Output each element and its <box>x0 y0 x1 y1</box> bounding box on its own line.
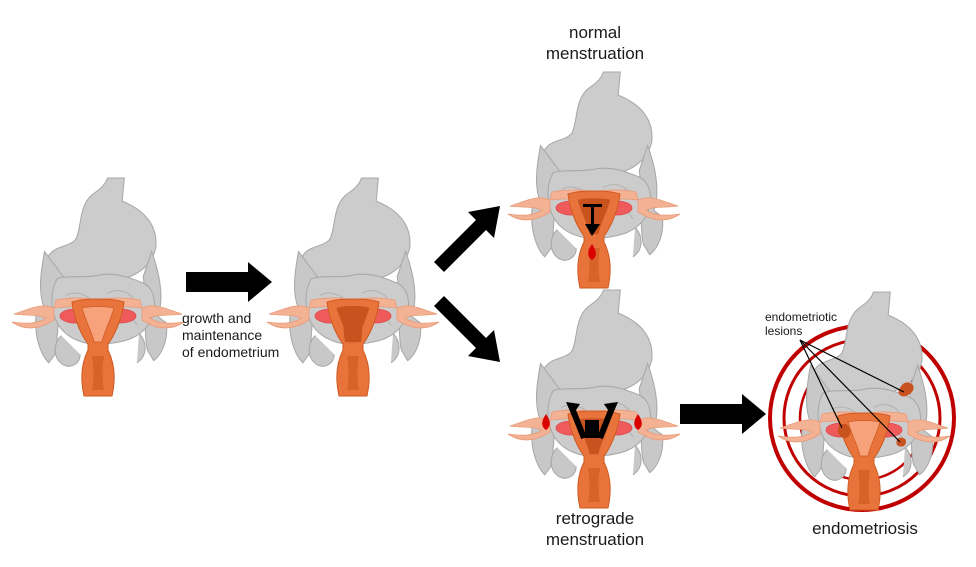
up-branch-arrow <box>434 206 500 272</box>
endometriosis-anatomy <box>768 291 956 512</box>
down-branch-arrow <box>434 296 500 362</box>
endometriosis-label: endometriosis <box>812 519 918 538</box>
retrograde-menstruation-label: retrograde menstruation <box>545 509 645 549</box>
to-endometriosis-arrow <box>680 394 766 434</box>
baseline-anatomy <box>11 177 185 397</box>
growth-label: growth and maintenance of endometrium <box>182 310 280 360</box>
thickened-endometrium-anatomy <box>266 177 440 397</box>
normal-menstruation-label: normal menstruation <box>545 23 645 63</box>
endometriotic-lesions-label: endometriotic lesions <box>765 310 838 338</box>
growth-arrow <box>186 262 272 302</box>
normal-menstruation-anatomy <box>507 71 681 289</box>
retrograde-menstruation-anatomy <box>507 289 681 509</box>
